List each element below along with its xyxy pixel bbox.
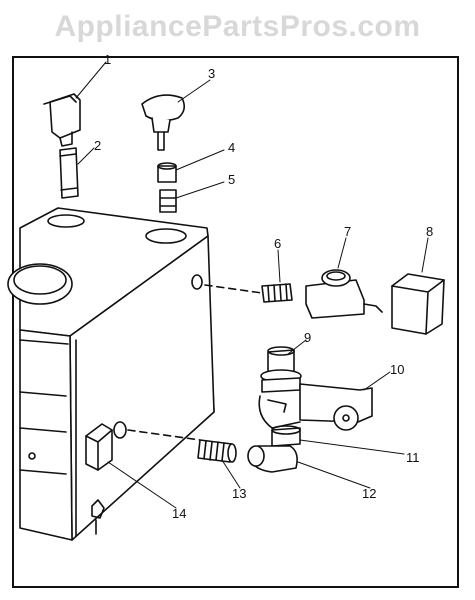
callout-labels: 1 2 3 4 5 6 7 8 9 10 11 12 13 14 xyxy=(94,52,433,521)
part-13-threaded-nipple xyxy=(197,439,237,463)
part-4-bushing xyxy=(157,162,177,183)
part-6-threaded-nipple xyxy=(261,283,293,303)
callout-1: 1 xyxy=(104,52,111,67)
callout-12: 12 xyxy=(362,486,376,501)
part-11-pump-flange xyxy=(271,425,301,447)
callout-13: 13 xyxy=(232,486,246,501)
callout-6: 6 xyxy=(274,236,281,251)
callout-11: 11 xyxy=(406,450,420,465)
watermark-logo: AppliancePartsPros.com xyxy=(54,10,421,43)
part-14-drain-valve xyxy=(85,421,127,471)
callout-5: 5 xyxy=(228,172,235,187)
callout-7: 7 xyxy=(344,224,351,239)
part-1-relief-valve xyxy=(43,93,81,147)
part-12-elbow xyxy=(247,445,298,473)
part-10-circulator-pump xyxy=(258,383,373,431)
part-5-short-nipple xyxy=(159,189,177,213)
callout-14: 14 xyxy=(172,506,186,521)
callout-3: 3 xyxy=(208,66,215,81)
callout-10: 10 xyxy=(390,362,404,377)
leader-lines xyxy=(75,61,429,509)
callout-8: 8 xyxy=(426,224,433,239)
boiler-cabinet xyxy=(7,207,263,541)
part-2-pipe-nipple xyxy=(59,147,79,199)
callout-4: 4 xyxy=(228,140,235,155)
part-9-flange xyxy=(260,346,302,393)
part-8-control-box xyxy=(391,273,445,335)
callout-2: 2 xyxy=(94,138,101,153)
part-3-knob xyxy=(141,94,186,151)
callout-9: 9 xyxy=(304,330,311,345)
part-7-tee-fitting xyxy=(305,269,383,319)
